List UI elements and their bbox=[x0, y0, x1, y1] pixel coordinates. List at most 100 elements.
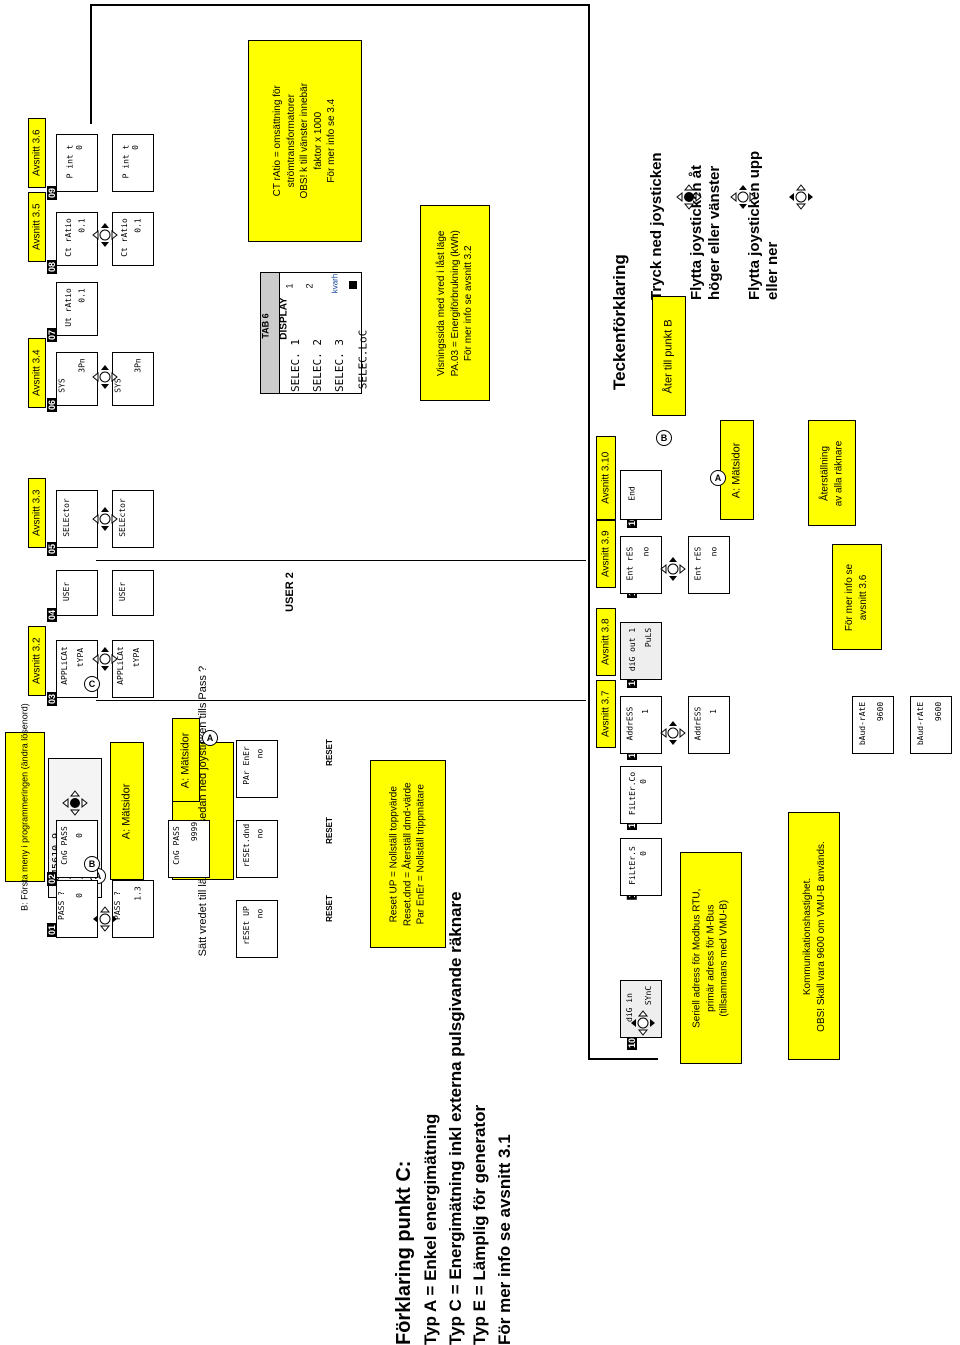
section-35: Avsnitt 3.5 bbox=[28, 192, 46, 262]
section-32: Avsnitt 3.2 bbox=[28, 626, 46, 696]
section-310: Avsnitt 3.10 bbox=[596, 436, 616, 520]
legend-title-block: Förklaring punkt C: Typ A = Enkel energi… bbox=[390, 891, 520, 1345]
lcd-pass-2: PASS ?1.3 bbox=[112, 880, 154, 938]
page-title: Förklaring punkt C: bbox=[393, 1160, 415, 1345]
joystick-icon bbox=[631, 1010, 655, 1036]
legend-title: Teckenförklaring bbox=[610, 254, 629, 390]
joystick-icon bbox=[62, 790, 88, 816]
joystick-press-icon bbox=[676, 184, 702, 210]
section-34: Avsnitt 3.4 bbox=[28, 338, 46, 408]
joystick-icon bbox=[660, 721, 686, 745]
matsidor-note-mid: A: Mätsidor bbox=[172, 718, 200, 802]
point-a-marker-3: A bbox=[710, 470, 726, 486]
user2-label: USER 2 bbox=[283, 572, 296, 612]
table-val-2: 2 bbox=[304, 283, 315, 289]
bottom-horizontal-line bbox=[588, 1058, 658, 1060]
type-a: Typ A = Enkel energimätning bbox=[421, 1113, 440, 1345]
lcd-user: USEr bbox=[56, 570, 98, 616]
modbus-note: Seriell adress för Modbus RTU,primär adr… bbox=[680, 852, 742, 1064]
table-row-4: SELEC.LoC bbox=[356, 329, 370, 390]
table-row-1: SELEC. 1 bbox=[288, 339, 302, 392]
legend-press: Tryck ned joysticken bbox=[648, 152, 665, 300]
lock-icon bbox=[349, 281, 357, 289]
joystick-left-right-icon bbox=[730, 185, 756, 209]
mid-horizontal-line bbox=[96, 560, 586, 561]
type-e: Typ E = Lämplig för generator bbox=[470, 1104, 490, 1345]
matsidor-note-left: A: Mätsidor bbox=[110, 742, 144, 880]
right-vertical-line bbox=[588, 4, 590, 1060]
reset-label-2: RESET bbox=[324, 817, 334, 844]
type-c: Typ C = Energimätning inkl externa pulsg… bbox=[445, 891, 465, 1345]
section-38: Avsnitt 3.8 bbox=[596, 608, 616, 676]
matsidor-note-right: A: Mätsidor bbox=[720, 420, 754, 520]
first-menu-note: B: Första meny i programmeringen (ändra … bbox=[5, 703, 45, 911]
joystick-up-down-icon bbox=[789, 184, 813, 210]
lcd-selector-2: SELEctor bbox=[112, 490, 154, 548]
reset-label-1: RESET bbox=[324, 895, 334, 922]
table-val-3: kvarh bbox=[330, 273, 340, 294]
point-b-marker-1: B bbox=[84, 856, 100, 872]
joystick-icon bbox=[92, 507, 118, 531]
lcd-selector: SELEctor bbox=[56, 490, 98, 548]
table-val-1: 1 bbox=[284, 283, 295, 289]
legend: Teckenförklaring Tryck ned joysticken Fl… bbox=[610, 30, 790, 390]
section-36: Avsnitt 3.6 bbox=[28, 118, 46, 188]
baud-note: Kommunikationshastighet.OBS! Skall vara … bbox=[788, 812, 840, 1060]
joystick-icon bbox=[92, 223, 118, 247]
section-39: Avsnitt 3.9 bbox=[596, 520, 616, 588]
info-31: För mer info se avsnitt 3.1 bbox=[494, 1134, 514, 1345]
table-row-2: SELEC. 2 bbox=[310, 339, 324, 392]
lcd-pass: PASS ?0 bbox=[56, 880, 98, 938]
section-33: Avsnitt 3.3 bbox=[28, 478, 46, 548]
joystick-icon bbox=[660, 557, 686, 581]
table-header: TAB 6 bbox=[260, 313, 271, 339]
point-a-marker-2: A bbox=[202, 730, 218, 746]
legend-left-right: Flytta joysticken åt höger eller vänster bbox=[688, 164, 723, 300]
lcd-end: End bbox=[620, 470, 662, 520]
joystick-icon bbox=[92, 647, 118, 671]
top-return-line bbox=[90, 4, 92, 124]
table-row-3: SELEC. 3 bbox=[332, 339, 346, 392]
mid-horizontal-line-2 bbox=[96, 700, 586, 701]
point-c-marker: C bbox=[84, 676, 100, 692]
reset-label-3: RESET bbox=[324, 739, 334, 766]
legend-up-down: Flytta joysticken upp eller ner bbox=[746, 150, 781, 300]
step-10: 10 bbox=[627, 1035, 638, 1051]
joystick-icon bbox=[92, 365, 118, 389]
joystick-icon bbox=[93, 906, 117, 932]
top-horizontal-line bbox=[90, 4, 588, 6]
display-table: TAB 6 DISPLAY SELEC. 1 SELEC. 2 SELEC. 3… bbox=[260, 272, 369, 394]
section-37: Avsnitt 3.7 bbox=[596, 680, 616, 748]
table-col-display: DISPLAY bbox=[278, 297, 290, 340]
point-b-marker-2: B bbox=[656, 430, 672, 446]
lcd-user-2: USEr bbox=[112, 570, 154, 616]
ater-b-note: Åter till punkt B bbox=[652, 296, 686, 416]
